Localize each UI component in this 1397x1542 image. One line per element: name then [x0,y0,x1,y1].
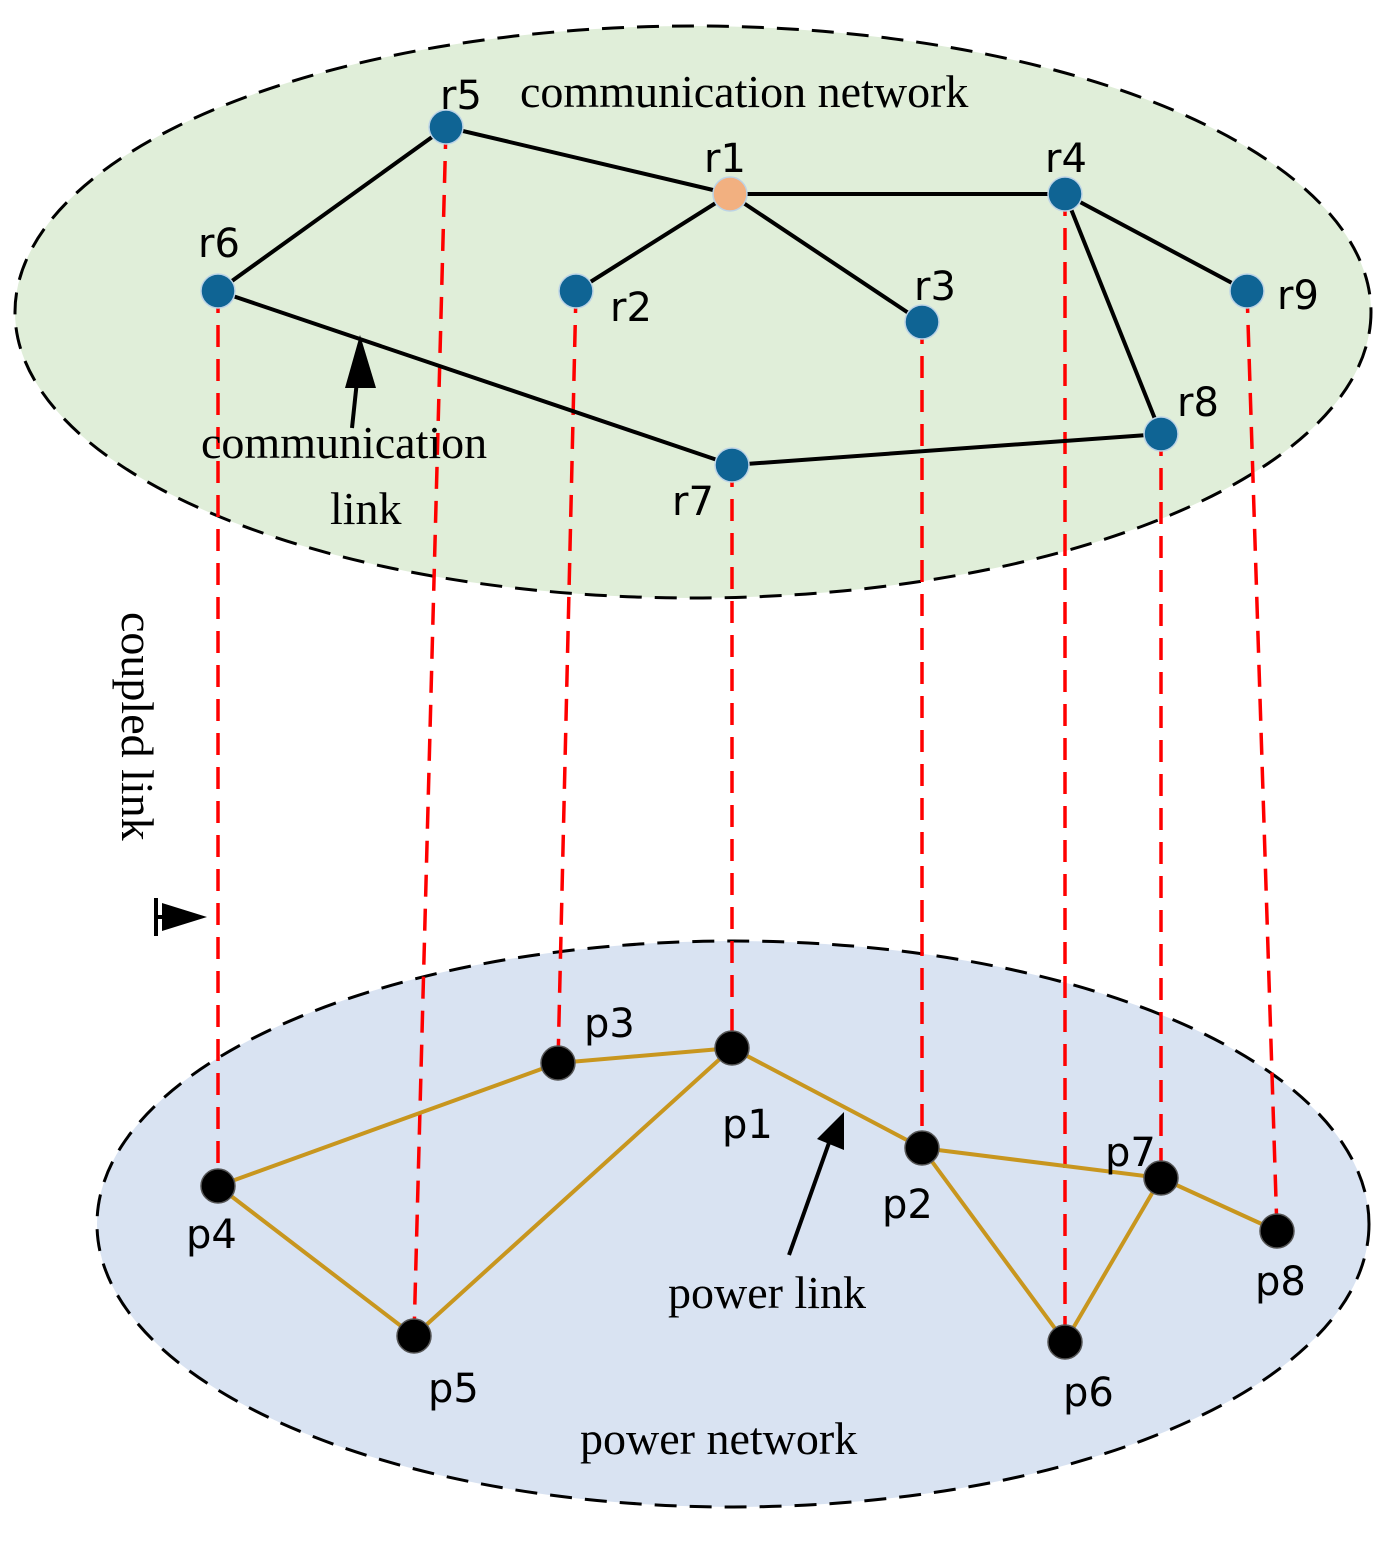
power-node-p6 [1047,1324,1083,1360]
power-link-p2-p7 [921,1146,1162,1180]
comm-node-r5 [428,109,464,145]
coupled-link-label: coupled link [112,612,163,841]
communication-links-layer [216,125,1248,467]
power-links-layer [216,1046,1278,1344]
comm-node-r9 [1229,273,1265,309]
comm-node-r8 [1143,416,1179,452]
power-node-p7 [1143,1160,1179,1196]
power-link-p1-p2 [731,1046,923,1150]
power-link-arrowhead [817,1112,844,1150]
power-nodes-layer: p1 p2 p3 p4 p5 p6 p7 p8 [186,1001,1306,1416]
power-link-p3-p1 [557,1046,733,1065]
power-node-p3 [540,1045,576,1081]
coupled-link-r9-p8 [1245,290,1279,1232]
power-node-p8 [1259,1213,1295,1249]
communication-network-region [13,24,1373,600]
power-link-arrow [787,1139,832,1256]
comm-node-label-r6: r6 [198,221,240,267]
power-node-label-p2: p2 [882,1182,933,1228]
coupled-link-arrowhead [162,903,207,931]
power-link-p4-p5 [216,1184,416,1338]
comm-node-r6 [200,273,236,309]
power-link-p6-p7 [1063,1176,1163,1344]
communication-link-r7-r8 [731,432,1162,467]
power-link-p2-p6 [920,1146,1067,1344]
communication-nodes-layer: r1 r2 r3 r4 r5 r6 r7 r8 r9 [198,73,1319,525]
power-node-label-p8: p8 [1255,1259,1306,1305]
communication-link-r4-r8 [1063,193,1163,435]
comm-node-label-r9: r9 [1277,273,1319,319]
coupled-link-r2-p3 [556,290,578,1064]
power-link-p4-p3 [217,1061,559,1188]
communication-link-r4-r9 [1064,192,1248,293]
comm-node-r4 [1047,176,1083,212]
comm-node-r2 [558,273,594,309]
comm-node-label-r2: r2 [610,285,652,331]
communication-link-label-line2: link [330,483,402,534]
communication-link-r6-r7 [217,289,733,467]
coupled-link-r5-p5 [412,126,448,1337]
power-node-label-p4: p4 [186,1212,237,1258]
comm-node-label-r1: r1 [704,136,746,182]
comm-node-label-r3: r3 [914,264,956,310]
coupled-links-layer [216,126,1279,1342]
power-node-label-p7: p7 [1105,1130,1156,1176]
power-link-p5-p1 [412,1046,734,1338]
comm-node-label-r5: r5 [440,73,482,119]
comm-node-r3 [904,304,940,340]
power-node-label-p5: p5 [428,1366,479,1412]
communication-link-r1-r2 [574,192,732,293]
power-node-label-p6: p6 [1063,1370,1114,1416]
power-node-p4 [200,1168,236,1204]
power-node-p1 [714,1030,750,1066]
communication-link-arrowhead [345,335,376,388]
comm-node-r1 [712,176,748,212]
power-link-p7-p8 [1160,1176,1278,1233]
comm-node-label-r8: r8 [1177,380,1219,426]
communication-link-r5-r1 [445,125,731,196]
power-node-p2 [904,1130,940,1166]
comm-node-r7 [714,447,750,483]
comm-node-label-r4: r4 [1045,136,1087,182]
comm-node-label-r7: r7 [672,479,714,525]
communication-link-r5-r6 [216,125,448,293]
communication-link-label-line1: communication [201,417,487,468]
power-network-label: power network [580,1413,857,1464]
power-link-label: power link [668,1267,866,1318]
power-node-p5 [396,1318,432,1354]
power-node-label-p1: p1 [722,1102,773,1148]
power-node-label-p3: p3 [584,1001,635,1047]
communication-link-r1-r3 [728,192,924,324]
communication-network-label: communication network [520,66,968,117]
